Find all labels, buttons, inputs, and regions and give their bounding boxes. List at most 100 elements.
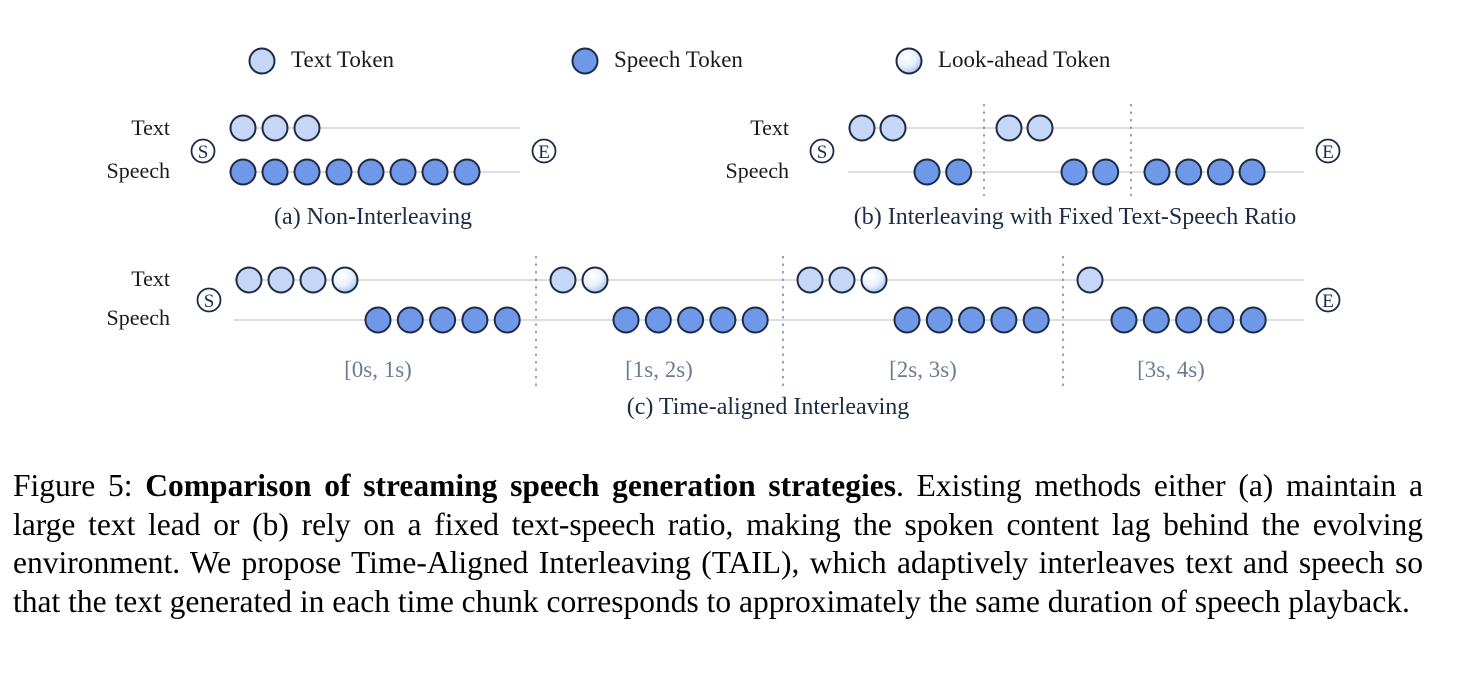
end-marker-circle — [1315, 287, 1341, 313]
speech-token — [1175, 306, 1203, 334]
speech-token — [429, 306, 457, 334]
speech-token — [677, 306, 705, 334]
text-token — [261, 114, 289, 142]
speech-token — [1143, 158, 1171, 186]
panel-c-start-marker: S — [196, 287, 222, 313]
panel-c-speech-row-label: Speech — [106, 305, 170, 330]
caption-bold-title: Comparison of streaming speech generatio… — [145, 468, 897, 503]
speech-token — [229, 158, 257, 186]
panel-b-token-marks — [848, 114, 1266, 186]
speech-token — [396, 306, 424, 334]
panel-c-end-marker: E — [1315, 287, 1341, 313]
start-marker-letter: S — [198, 142, 209, 163]
panel-a-speech-row-label: Speech — [106, 158, 170, 183]
legend-lookahead-token-swatch — [895, 47, 923, 75]
text-token — [848, 114, 876, 142]
start-marker-circle — [190, 138, 216, 164]
text-token — [1076, 266, 1104, 294]
start-marker-circle — [196, 287, 222, 313]
speech-token — [913, 158, 941, 186]
speech-token — [293, 158, 321, 186]
end-marker-circle — [1315, 138, 1341, 164]
speech-token — [1239, 306, 1267, 334]
panel-a-caption: (a) Non-Interleaving — [274, 204, 472, 230]
speech-token — [612, 306, 640, 334]
speech-token — [357, 158, 385, 186]
panel-c-text-row-label: Text — [131, 266, 170, 291]
speech-token — [958, 306, 986, 334]
figure-caption: Figure 5: Comparison of streaming speech… — [13, 467, 1423, 621]
start-marker-letter: S — [204, 291, 215, 312]
legend-text-token-label: Text Token — [291, 47, 395, 72]
panel-a-text-row-label: Text — [131, 115, 170, 140]
panel-c-time-aligned: Text Speech S E [0s, 1s) [1s, 2s) [2s, 3… — [106, 256, 1341, 420]
speech-token — [325, 158, 353, 186]
panel-c-time-label: [0s, 1s) — [344, 357, 412, 382]
text-token — [995, 114, 1023, 142]
speech-token — [709, 306, 737, 334]
speech-token — [1092, 158, 1120, 186]
start-marker-circle — [809, 138, 835, 164]
panel-b-caption: (b) Interleaving with Fixed Text-Speech … — [854, 204, 1296, 230]
text-token — [299, 266, 327, 294]
panel-c-time-label: [3s, 4s) — [1137, 357, 1205, 382]
legend: Text Token Speech Token Look-ahead Token — [248, 47, 1111, 75]
speech-token — [990, 306, 1018, 334]
speech-token — [1110, 306, 1138, 334]
panel-c-token-marks — [235, 266, 1267, 334]
speech-token — [493, 306, 521, 334]
speech-token — [1175, 158, 1203, 186]
speech-token — [925, 306, 953, 334]
panel-a-start-marker: S — [190, 138, 216, 164]
speech-token — [453, 158, 481, 186]
text-token — [229, 114, 257, 142]
text-token — [828, 266, 856, 294]
panel-a-end-marker: E — [531, 138, 557, 164]
speech-token — [1206, 158, 1234, 186]
panel-c-time-label: [1s, 2s) — [625, 357, 693, 382]
text-token — [267, 266, 295, 294]
end-marker-letter: E — [538, 142, 550, 163]
speech-token — [1060, 158, 1088, 186]
speech-token — [741, 306, 769, 334]
speech-token — [1022, 306, 1050, 334]
caption-figure-number: Figure 5: — [13, 468, 146, 503]
speech-token — [1207, 306, 1235, 334]
text-token — [549, 266, 577, 294]
end-marker-circle — [531, 138, 557, 164]
panel-b-fixed-ratio: Text Speech S E (b) Interleaving with Fi… — [725, 104, 1341, 230]
caption-body: . Existing methods either (a) maintain a… — [13, 468, 1423, 619]
speech-token — [261, 158, 289, 186]
speech-token — [364, 306, 392, 334]
text-token — [879, 114, 907, 142]
panel-c-time-label: [2s, 3s) — [889, 357, 957, 382]
speech-token — [945, 158, 973, 186]
panel-a-non-interleaving: Text Speech S E (a) Non-Interleaving — [106, 114, 557, 230]
text-token — [1026, 114, 1054, 142]
lookahead-token — [331, 266, 359, 294]
streaming-strategies-figure: Text Token Speech Token Look-ahead Token… — [106, 47, 1341, 420]
text-token — [796, 266, 824, 294]
speech-token — [389, 158, 417, 186]
start-marker-letter: S — [817, 142, 828, 163]
speech-token — [1238, 158, 1266, 186]
legend-text-token-swatch — [248, 47, 276, 75]
end-marker-letter: E — [1322, 291, 1334, 312]
text-token — [293, 114, 321, 142]
lookahead-token — [581, 266, 609, 294]
speech-token — [421, 158, 449, 186]
end-marker-letter: E — [1322, 142, 1334, 163]
panel-c-caption: (c) Time-aligned Interleaving — [627, 394, 910, 420]
speech-token — [461, 306, 489, 334]
legend-speech-token-label: Speech Token — [614, 47, 743, 72]
panel-b-speech-row-label: Speech — [725, 158, 789, 183]
panel-b-start-marker: S — [809, 138, 835, 164]
lookahead-token — [860, 266, 888, 294]
speech-token — [893, 306, 921, 334]
legend-lookahead-token-label: Look-ahead Token — [938, 47, 1111, 72]
panel-b-end-marker: E — [1315, 138, 1341, 164]
speech-token — [1142, 306, 1170, 334]
panel-a-token-marks — [229, 114, 481, 186]
text-token — [235, 266, 263, 294]
legend-speech-token-swatch — [571, 47, 599, 75]
